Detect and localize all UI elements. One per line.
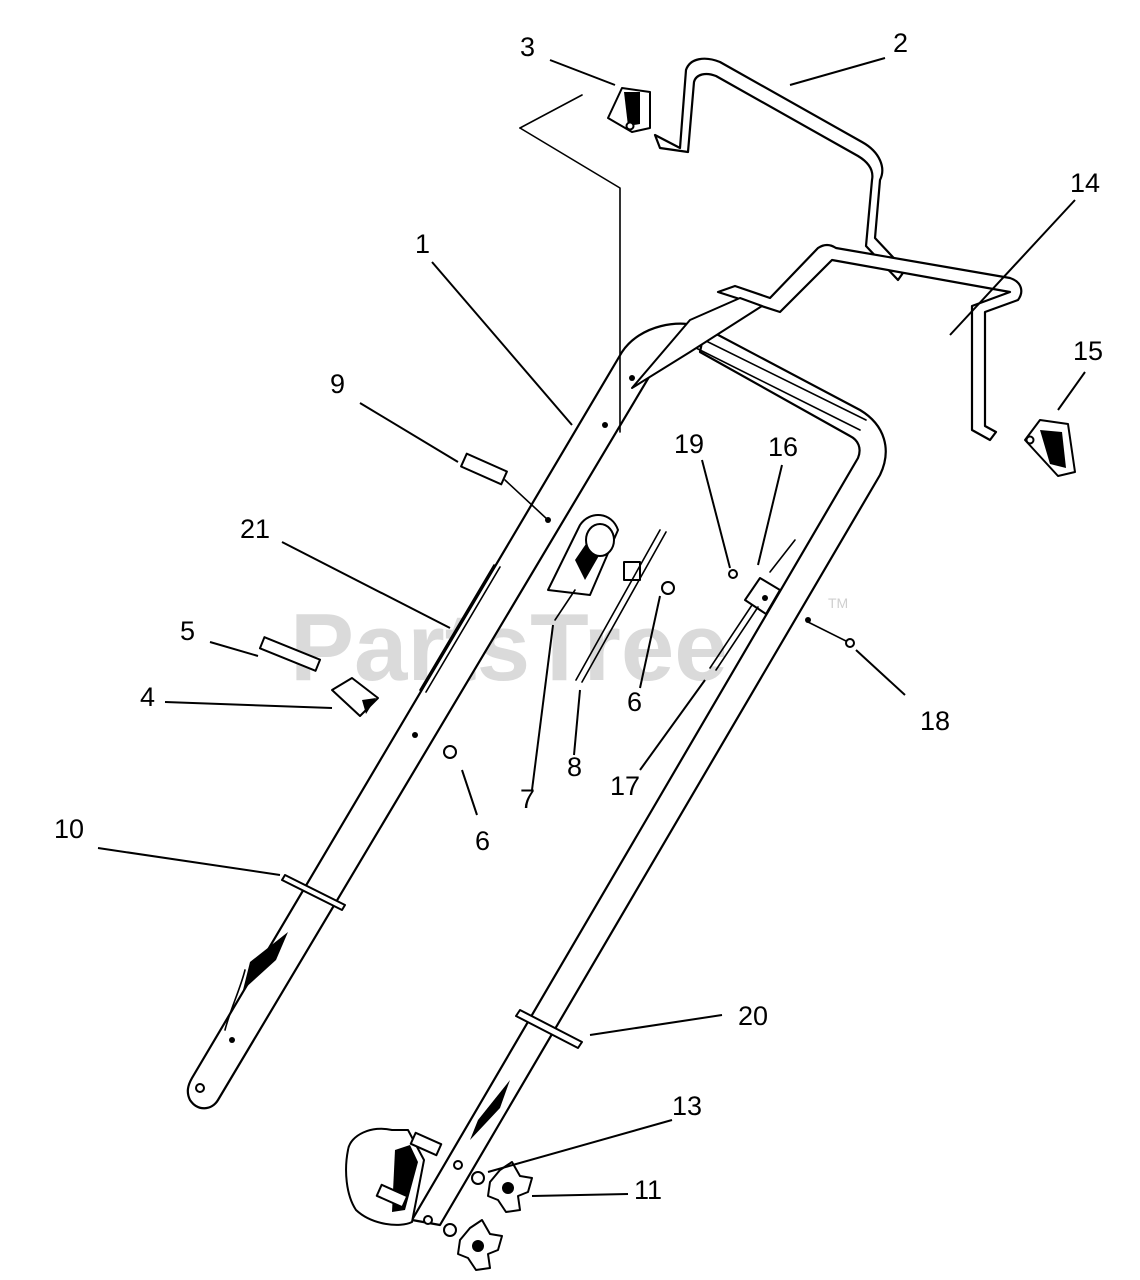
pin-20 — [515, 1009, 583, 1049]
watermark-trademark: TM — [828, 595, 848, 611]
bolt-18 — [807, 621, 855, 648]
callout-8: 8 — [567, 752, 582, 782]
callout-10: 10 — [54, 814, 84, 844]
leader-lines — [97, 57, 1086, 1197]
callout-6-lower: 6 — [475, 826, 490, 856]
bracket-right — [1024, 419, 1076, 477]
knob-upper — [487, 1161, 533, 1213]
handle-plate — [519, 94, 621, 433]
callout-20: 20 — [738, 1001, 768, 1031]
mount-bracket — [345, 1127, 443, 1226]
callout-6-upper: 6 — [627, 687, 642, 717]
bolt-9 — [460, 452, 549, 521]
callout-2: 2 — [893, 28, 908, 58]
callout-13: 13 — [672, 1091, 702, 1121]
cable-guide-16 — [744, 539, 796, 615]
traction-bar — [631, 243, 1023, 442]
callout-1: 1 — [415, 229, 430, 259]
callout-4: 4 — [140, 682, 155, 712]
cable-clip — [419, 564, 501, 693]
callout-19: 19 — [674, 429, 704, 459]
washer-lower — [443, 1223, 457, 1237]
callout-labels: 3 2 1 14 15 9 21 19 16 5 4 6 18 7 8 17 6… — [54, 28, 1103, 1205]
callout-21: 21 — [240, 514, 270, 544]
callout-15: 15 — [1073, 336, 1103, 366]
bail-bar — [653, 57, 907, 282]
spacer-4 — [331, 677, 379, 717]
callout-18: 18 — [920, 706, 950, 736]
callout-5: 5 — [180, 616, 195, 646]
callout-7: 7 — [520, 784, 535, 814]
callout-17: 17 — [610, 771, 640, 801]
callout-9: 9 — [330, 369, 345, 399]
nut-lower — [443, 745, 457, 759]
knob-lower — [457, 1219, 503, 1271]
cable-8 — [575, 529, 667, 683]
screw-19 — [728, 569, 738, 579]
washer-13 — [471, 1171, 485, 1185]
callout-16: 16 — [768, 432, 798, 462]
callout-14: 14 — [1070, 168, 1100, 198]
pin-10 — [281, 874, 346, 911]
callout-3: 3 — [520, 32, 535, 62]
bolt-5 — [258, 636, 322, 672]
bracket-left — [607, 87, 651, 133]
rod-17 — [709, 604, 759, 671]
callout-11: 11 — [634, 1175, 662, 1205]
nut-upper — [661, 581, 675, 595]
main-handle — [186, 322, 887, 1227]
throttle-control — [547, 514, 641, 621]
